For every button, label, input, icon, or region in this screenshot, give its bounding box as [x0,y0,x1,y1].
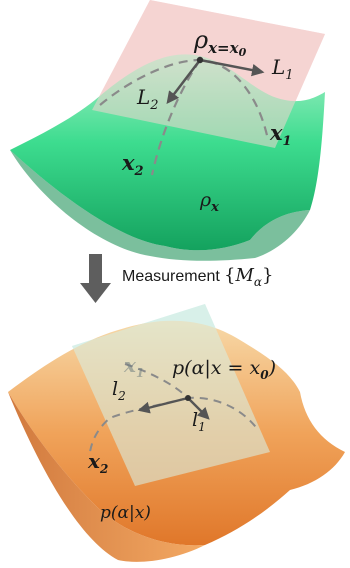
measurement-arrow-shaft [89,254,102,284]
measurement-step: Measurement {Mα} [80,254,273,303]
vector-L2 [166,59,201,104]
vector-l1 [187,397,210,420]
bottom-panel: x1 p(α|x = x0) l2 l1 x2 p(α|x) [8,304,345,562]
measurement-arrow-head [80,283,111,303]
label-l1: l1 [192,409,206,434]
measurement-set: {Mα} [224,265,273,289]
label-rho-peak: ρx=x0 [193,26,247,59]
point-x0-bottom [185,395,191,401]
label-x1-bottom: x1 [123,353,144,380]
tangent-plane-bottom-front [72,304,270,486]
label-p-peak: p(α|x = x0) [172,357,276,382]
label-x2-top: x2 [121,150,144,179]
label-L1: L1 [271,55,294,83]
point-x0-top [196,56,204,64]
vector-l2 [137,396,189,414]
label-rho-x: ρx [199,189,219,215]
label-x1-top: x1 [269,120,292,149]
top-panel: ρx=x0 L1 L2 x1 x2 ρx [10,0,325,261]
curve-x2-top [150,59,201,176]
orange-surface-side [8,392,205,562]
green-surface-front [10,150,310,261]
label-p-x: p(α|x) [100,503,151,523]
label-L2: L2 [136,85,159,113]
measurement-label: Measurement [122,268,220,285]
label-l2: l2 [112,378,126,403]
vector-L1 [199,58,265,77]
tangent-plane-top-front [92,0,325,148]
label-x2-bottom: x2 [87,449,108,476]
